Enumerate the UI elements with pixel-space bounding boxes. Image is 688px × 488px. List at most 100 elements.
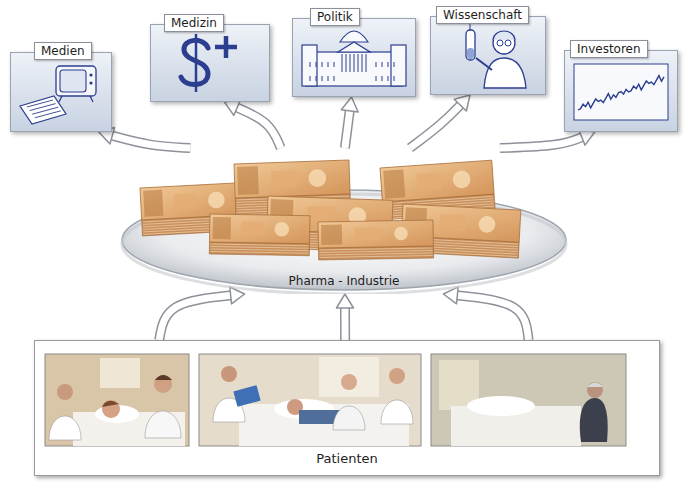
illustration-part	[354, 54, 355, 72]
illustration-part	[30, 104, 56, 111]
flow-arrow	[443, 287, 528, 340]
illustration-part	[174, 193, 198, 210]
illustration-part	[493, 31, 515, 40]
illustration-part	[320, 253, 433, 255]
illustration-part	[389, 368, 405, 384]
illustration-part	[431, 354, 626, 446]
illustration-part	[388, 76, 389, 81]
arrow-shaft	[345, 110, 350, 148]
arrow-outline	[340, 307, 350, 340]
node-label: Patienten	[35, 451, 659, 466]
illustration-part	[388, 62, 389, 67]
illustration-part	[328, 76, 329, 81]
illustration-part	[210, 249, 308, 251]
panel-background	[292, 18, 416, 97]
illustration-part	[122, 190, 566, 290]
illustration-part	[476, 58, 492, 70]
illustration-part	[380, 160, 494, 202]
illustration-part	[143, 190, 163, 217]
illustration-part	[358, 54, 359, 72]
illustration-part	[316, 62, 317, 67]
politics-box: Politik	[292, 8, 416, 97]
arrow-head	[341, 97, 358, 112]
arrow-shaft	[341, 307, 348, 340]
illustration-part	[102, 401, 119, 407]
illustration-part	[45, 354, 189, 446]
node-label: Medien	[41, 44, 85, 58]
science-box: Wissenschaft	[430, 6, 546, 95]
arrow-shaft	[456, 295, 528, 340]
illustration-part	[394, 76, 395, 81]
illustration-part	[122, 194, 566, 294]
illustration-part	[493, 32, 515, 54]
illustration-part	[102, 400, 120, 418]
illustration-part	[234, 160, 350, 198]
illustration-part	[35, 111, 61, 118]
illustration-part	[383, 169, 405, 198]
illustration-part	[505, 40, 511, 46]
investors-box: Investoren	[564, 40, 678, 132]
illustration-part	[210, 247, 308, 249]
arrow-head	[454, 95, 470, 111]
illustration-part	[59, 96, 93, 102]
illustration-part	[340, 31, 368, 42]
label-tab: Investoren	[570, 40, 648, 58]
illustration-part	[416, 172, 442, 191]
arrow-outline	[500, 137, 583, 148]
illustration-part	[57, 384, 73, 400]
illustration-part	[151, 25, 270, 102]
money-platform	[118, 148, 570, 294]
illustration-part	[467, 396, 535, 416]
arrow-shaft	[159, 295, 231, 340]
illustration-part	[210, 244, 308, 246]
illustration-part	[376, 76, 377, 81]
illustration-part	[199, 354, 421, 446]
flow-arrow	[341, 97, 358, 148]
illustration-part	[382, 76, 383, 81]
illustration-part	[233, 385, 260, 407]
illustration-part	[320, 251, 433, 253]
illustration-part	[210, 252, 308, 254]
illustration-part	[587, 382, 603, 398]
illustration-part	[210, 214, 310, 244]
illustration-part	[497, 40, 503, 46]
label-tab: Medien	[34, 42, 92, 60]
illustration-part	[439, 214, 466, 231]
arrow-outline	[236, 107, 280, 148]
media-box: Medien	[10, 42, 112, 132]
industry-platform: Pharma - Industrie	[118, 148, 570, 294]
node-label: Pharma - Industrie	[289, 274, 400, 288]
illustration-part	[322, 62, 323, 67]
money-pile	[140, 160, 521, 260]
illustration-part	[580, 398, 608, 442]
illustration-part	[155, 375, 172, 380]
illustration-part	[394, 227, 408, 241]
patients-label: Patienten	[35, 451, 659, 466]
illustration-part	[334, 76, 335, 81]
illustration-part	[362, 54, 363, 72]
money-stack	[209, 214, 310, 256]
illustration-part	[307, 206, 335, 224]
illustration-part	[20, 96, 66, 124]
illustration-part	[342, 54, 343, 72]
illustration-part	[394, 62, 395, 67]
label-tab: Medizin	[164, 14, 224, 32]
illustration-part	[366, 54, 367, 72]
flow-arrow	[159, 287, 244, 340]
illustration-part	[334, 62, 335, 67]
label-tab: Politik	[310, 8, 360, 26]
illustration-part	[310, 62, 311, 67]
arrow-outline	[111, 135, 190, 148]
illustration-part	[319, 357, 379, 397]
patients-box: Patienten	[34, 340, 660, 476]
illustration-part	[484, 58, 526, 88]
platform-label: Pharma - Industrie	[118, 270, 570, 289]
illustration-part	[308, 169, 326, 187]
illustration-part	[60, 70, 86, 92]
panel-background	[564, 50, 678, 132]
illustration-part	[355, 227, 381, 240]
illustration-part	[209, 242, 309, 256]
illustration-part	[391, 45, 406, 86]
illustration-part	[350, 54, 351, 72]
arrow-shaft	[236, 107, 280, 148]
